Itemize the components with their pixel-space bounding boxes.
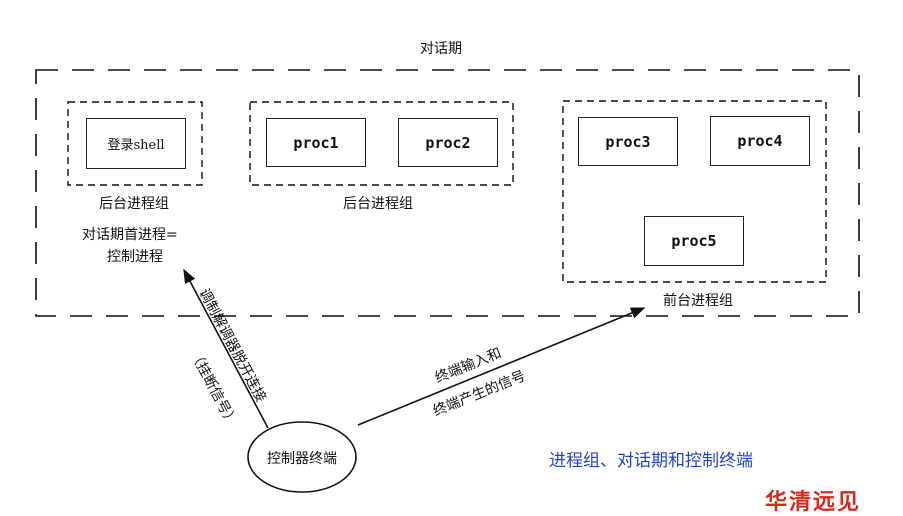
fg-group-label: 前台进程组 [663, 293, 733, 309]
proc5-box: proc5 [644, 216, 744, 266]
session-label: 对话期 [420, 41, 462, 57]
terminal-ellipse [247, 421, 357, 493]
session-box [35, 69, 860, 317]
fg-group-box [562, 100, 827, 283]
bg-group2-label: 后台进程组 [343, 196, 413, 212]
input-arrow [357, 307, 646, 426]
session-leader-line2: 控制进程 [107, 249, 163, 265]
terminal-label: 控制器终端 [267, 451, 337, 467]
proc3-label: proc3 [605, 132, 651, 151]
proc1-box: proc1 [266, 118, 366, 167]
bg-group2-box [249, 101, 514, 186]
login-shell-label: 登录shell [107, 138, 165, 153]
proc5-label: proc5 [671, 232, 717, 250]
session-leader-line1: 对话期首进程= [82, 227, 178, 243]
watermark-logo: 华清远见 [765, 490, 862, 515]
bg-group1-box [67, 101, 203, 186]
proc4-label: proc4 [737, 132, 783, 150]
proc2-box: proc2 [398, 118, 498, 167]
proc3-box: proc3 [578, 117, 678, 166]
diagram-lines [35, 69, 860, 493]
proc2-label: proc2 [425, 133, 471, 152]
bg-group1-label: 后台进程组 [99, 196, 169, 212]
proc1-label: proc1 [293, 133, 339, 152]
hangup-arrow [183, 268, 269, 429]
login-shell-box: 登录shell [86, 118, 186, 169]
diagram-caption: 进程组、对话期和控制终端 [549, 451, 753, 471]
proc4-box: proc4 [710, 116, 810, 166]
